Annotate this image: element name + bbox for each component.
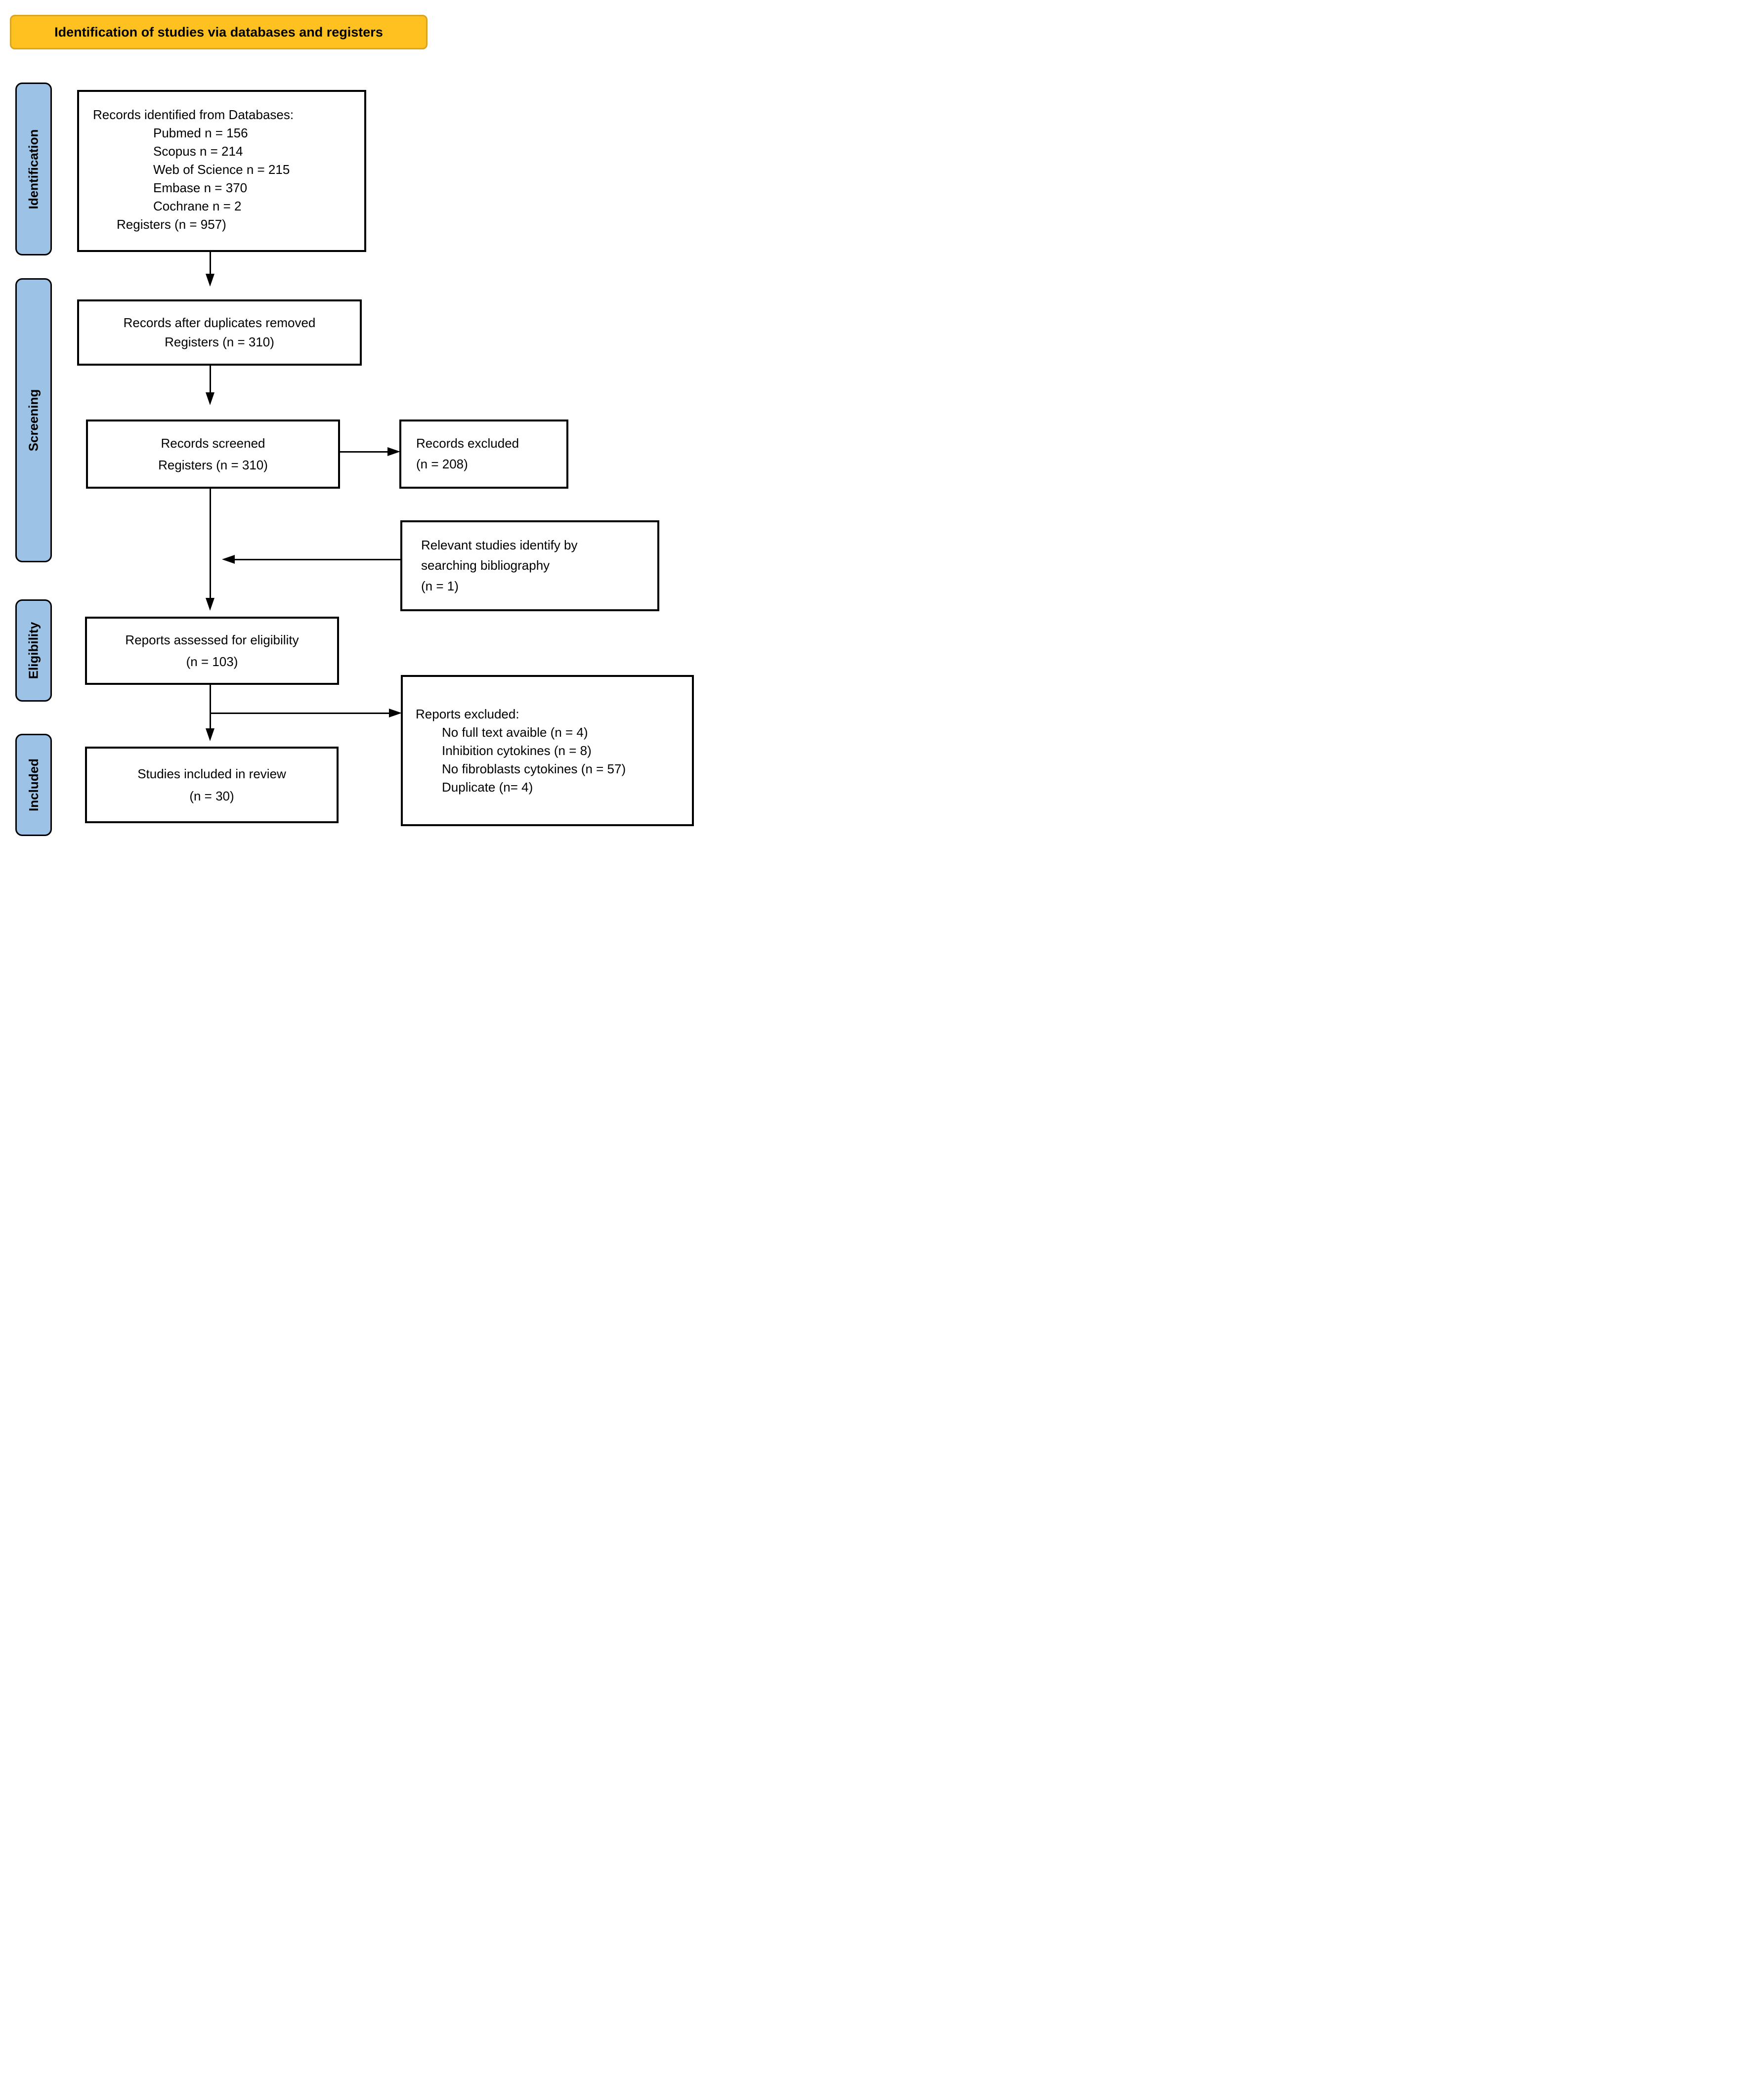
connector-bibliography-to-flow	[234, 559, 400, 560]
arrowhead-down-icon	[206, 728, 214, 741]
duplicates-removed-line: Records after duplicates removed	[123, 315, 316, 330]
connector-screened-to-assessed	[210, 489, 211, 599]
records-screened-line: Records screened	[161, 435, 265, 451]
bibliography-line: searching bibliography	[421, 558, 550, 573]
arrowhead-down-icon	[206, 598, 214, 611]
box-duplicates-removed: Records after duplicates removed Registe…	[77, 299, 362, 366]
box-studies-included: Studies included in review (n = 30)	[85, 747, 339, 823]
arrowhead-left-icon	[222, 555, 235, 564]
reports-assessed-line: (n = 103)	[186, 654, 238, 669]
title-banner: Identification of studies via databases …	[10, 15, 428, 49]
records-identified-line: Cochrane n = 2	[153, 199, 242, 213]
box-reports-assessed: Reports assessed for eligibility (n = 10…	[85, 617, 339, 685]
arrowhead-right-icon	[387, 447, 400, 456]
connector-assessed-to-included	[210, 685, 211, 729]
arrowhead-down-icon	[206, 392, 214, 405]
connector-duplicates-to-screened	[210, 366, 211, 393]
duplicates-removed-line: Registers (n = 310)	[165, 335, 274, 349]
stage-eligibility: Eligibility	[15, 599, 52, 702]
stage-screening-label: Screening	[26, 389, 41, 452]
records-excluded-line: Records excluded	[416, 436, 519, 451]
box-reports-excluded: Reports excluded: No full text avaible (…	[401, 675, 694, 826]
stage-included-label: Included	[26, 758, 41, 811]
records-identified-line: Web of Science n = 215	[153, 162, 290, 177]
reports-assessed-line: Reports assessed for eligibility	[125, 632, 299, 647]
stage-screening: Screening	[15, 278, 52, 562]
records-identified-line: Records identified from Databases:	[93, 107, 294, 122]
stage-included: Included	[15, 734, 52, 836]
reports-excluded-line: Inhibition cytokines (n = 8)	[442, 743, 592, 758]
reports-excluded-line: No fibroblasts cytokines (n = 57)	[442, 761, 626, 776]
bibliography-line: Relevant studies identify by	[421, 537, 578, 552]
stage-eligibility-label: Eligibility	[26, 622, 41, 679]
stage-identification: Identification	[15, 83, 52, 255]
connector-assessed-to-reports-excluded	[210, 713, 389, 714]
records-identified-line: Pubmed n = 156	[153, 126, 248, 140]
bibliography-line: (n = 1)	[421, 578, 459, 593]
arrowhead-right-icon	[389, 709, 402, 717]
connector-identified-to-duplicates	[210, 252, 211, 275]
records-identified-line: Embase n = 370	[153, 180, 248, 195]
box-bibliography-studies: Relevant studies identify by searching b…	[400, 520, 659, 611]
title-banner-label: Identification of studies via databases …	[54, 24, 383, 40]
reports-excluded-line: Duplicate (n= 4)	[442, 779, 533, 795]
reports-excluded-line: Reports excluded:	[416, 706, 519, 721]
studies-included-line: (n = 30)	[189, 788, 234, 803]
records-identified-line: Scopus n = 214	[153, 144, 243, 159]
records-identified-line: Registers (n = 957)	[117, 217, 226, 232]
records-screened-line: Registers (n = 310)	[158, 458, 268, 472]
box-records-identified: Records identified from Databases: Pubme…	[77, 90, 366, 252]
stage-identification-label: Identification	[26, 129, 41, 209]
prisma-flow-diagram: Identification of studies via databases …	[0, 0, 702, 840]
studies-included-line: Studies included in review	[137, 766, 286, 782]
box-records-excluded: Records excluded (n = 208)	[399, 420, 568, 489]
connector-screened-to-excluded	[340, 451, 388, 453]
records-excluded-line: (n = 208)	[416, 457, 468, 471]
arrowhead-down-icon	[206, 274, 214, 287]
reports-excluded-line: No full text avaible (n = 4)	[442, 724, 588, 740]
box-records-screened: Records screened Registers (n = 310)	[86, 420, 340, 489]
